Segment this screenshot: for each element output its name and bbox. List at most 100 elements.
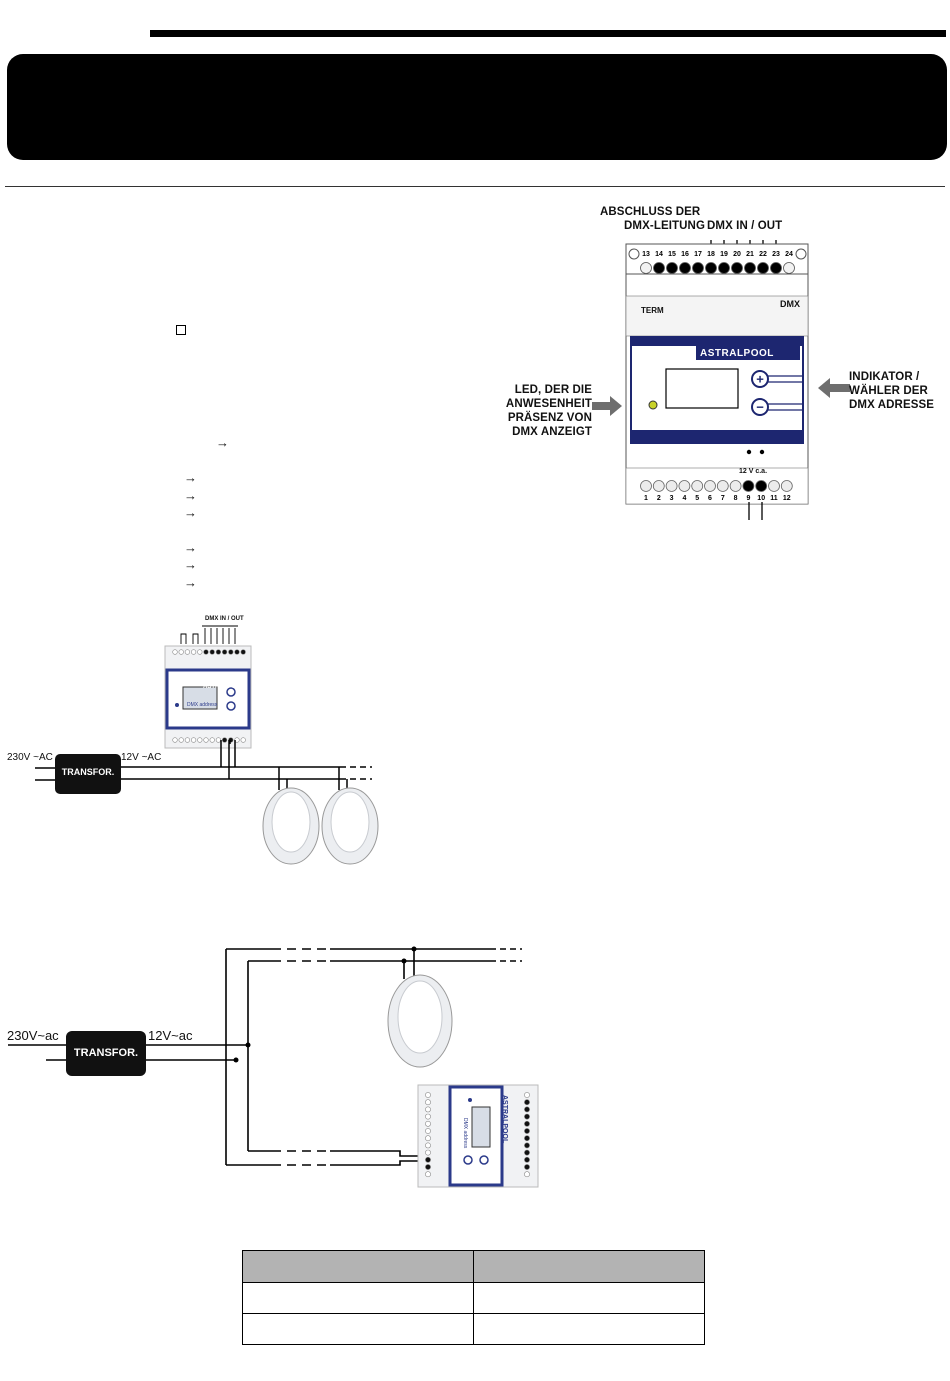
dmx-address-label-rotated: DMX address (462, 1118, 468, 1149)
terminal-screw (640, 480, 652, 492)
terminal-screw (524, 1106, 530, 1113)
header-banner (7, 54, 947, 160)
terminal-screw (731, 262, 743, 274)
top-rule (150, 30, 946, 37)
spec-table (242, 1250, 705, 1345)
terminal-number: 1 (644, 495, 648, 502)
terminal-number: 4 (682, 495, 686, 502)
terminal-screw (203, 649, 209, 655)
table-row (242, 1313, 705, 1345)
terminal-screw (755, 480, 768, 492)
indicator-label-line: WÄHLER DER (849, 385, 928, 397)
dmx-label: DMX (780, 299, 800, 309)
terminal-number: 7 (721, 495, 725, 502)
terminal-screw (172, 649, 178, 655)
terminal-screw (524, 1128, 530, 1134)
wiring-diagram-large (8, 946, 539, 1188)
terminal-screw (678, 480, 691, 492)
terminal-screw (718, 262, 730, 274)
terminal-screw (222, 737, 228, 743)
terminal-number: 3 (670, 495, 674, 502)
svg-text:+: + (756, 372, 764, 387)
terminal-number: 14 (655, 251, 663, 258)
table-cell (242, 1282, 474, 1314)
transformer-box (66, 1031, 146, 1076)
terminal-number: 16 (681, 251, 689, 258)
terminal-screw (222, 649, 228, 655)
terminal-screw (172, 737, 178, 743)
terminal-screw (425, 1128, 431, 1134)
terminal-screw (524, 1092, 530, 1098)
table-header-cell (242, 1250, 474, 1283)
module-top-terminals (172, 649, 246, 655)
led-label-line: DMX ANZEIGT (512, 426, 592, 438)
led-label: LED, DER DIE ANWESENHEIT PRÄSENZ VON DMX… (500, 383, 592, 439)
supply-label: 12 V c.a. (739, 468, 768, 475)
terminal-screw (425, 1120, 431, 1127)
low-voltage-label: 12V ~AC (121, 752, 162, 763)
dmx-in-out-label: DMX IN / OUT (707, 220, 783, 232)
terminal-screw (704, 480, 716, 492)
terminal-screw (178, 737, 184, 743)
terminal-number: 13 (642, 251, 650, 258)
table-cell (473, 1313, 705, 1345)
arrow-icon: → (184, 470, 197, 485)
indicator-label-line: INDIKATOR / (849, 371, 920, 383)
terminal-screw (524, 1120, 530, 1127)
terminal-screw (209, 649, 215, 655)
terminal-screw (197, 737, 203, 743)
terminal-number: 22 (759, 251, 767, 258)
terminal-screw (240, 737, 246, 743)
arrow-icon: → (216, 435, 229, 450)
led-label-line: ANWESENHEIT (505, 398, 592, 410)
terminal-number: 15 (668, 251, 676, 258)
terminal-screw (524, 1156, 530, 1163)
dmx-display (665, 368, 739, 409)
terminal-number: 5 (695, 495, 699, 502)
brand-logo-text-small: ASTRALPOOL (203, 684, 245, 690)
terminal-screw (197, 649, 203, 655)
terminal-screw (425, 1149, 431, 1156)
dmx-address-label-small: DMX address (187, 702, 218, 708)
table-header-row (242, 1250, 705, 1283)
table-cell (242, 1313, 474, 1345)
terminal-number: 11 (770, 495, 778, 502)
terminal-screw (184, 649, 190, 655)
pool-light-icon (262, 787, 320, 865)
terminal-screw (203, 737, 209, 743)
terminal-screw (742, 480, 755, 492)
terminal-screw (425, 1142, 431, 1149)
pool-light-icon (387, 974, 453, 1068)
terminal-screw (425, 1113, 431, 1120)
brand-logo-text: ASTRALPOOL (700, 348, 774, 359)
terminal-screw (524, 1164, 530, 1170)
terminal-screw (425, 1156, 431, 1163)
table-row (242, 1282, 705, 1314)
terminal-screw (215, 737, 221, 743)
terminal-screw (234, 649, 240, 655)
terminal-number: 19 (720, 251, 728, 258)
arrow-icon: → (184, 557, 197, 572)
terminal-screw (768, 480, 780, 492)
low-voltage-label-large: 12V~ac (148, 1028, 193, 1043)
brand-logo-text-rotated: ASTRALPOOL (501, 1095, 508, 1144)
terminal-screw (524, 1171, 530, 1178)
arrow-icon: → (184, 505, 197, 520)
terminal-screw (679, 262, 691, 274)
terminal-screw (666, 262, 678, 274)
terminal-screw (524, 1135, 530, 1142)
plus-button-icon: + (751, 370, 802, 388)
transformer-label: TRANSFOR. (61, 767, 115, 777)
terminal-number: 8 (734, 495, 738, 502)
termination-label-line: ABSCHLUSS DER (600, 206, 701, 218)
term-label: TERM (641, 306, 664, 315)
wiring-lines (8, 948, 522, 1166)
module-left-terminals (425, 1092, 431, 1178)
terminal-number: 21 (746, 251, 754, 258)
terminal-screw (191, 737, 197, 743)
terminal-screw (425, 1092, 431, 1098)
svg-text:−: − (756, 400, 764, 415)
